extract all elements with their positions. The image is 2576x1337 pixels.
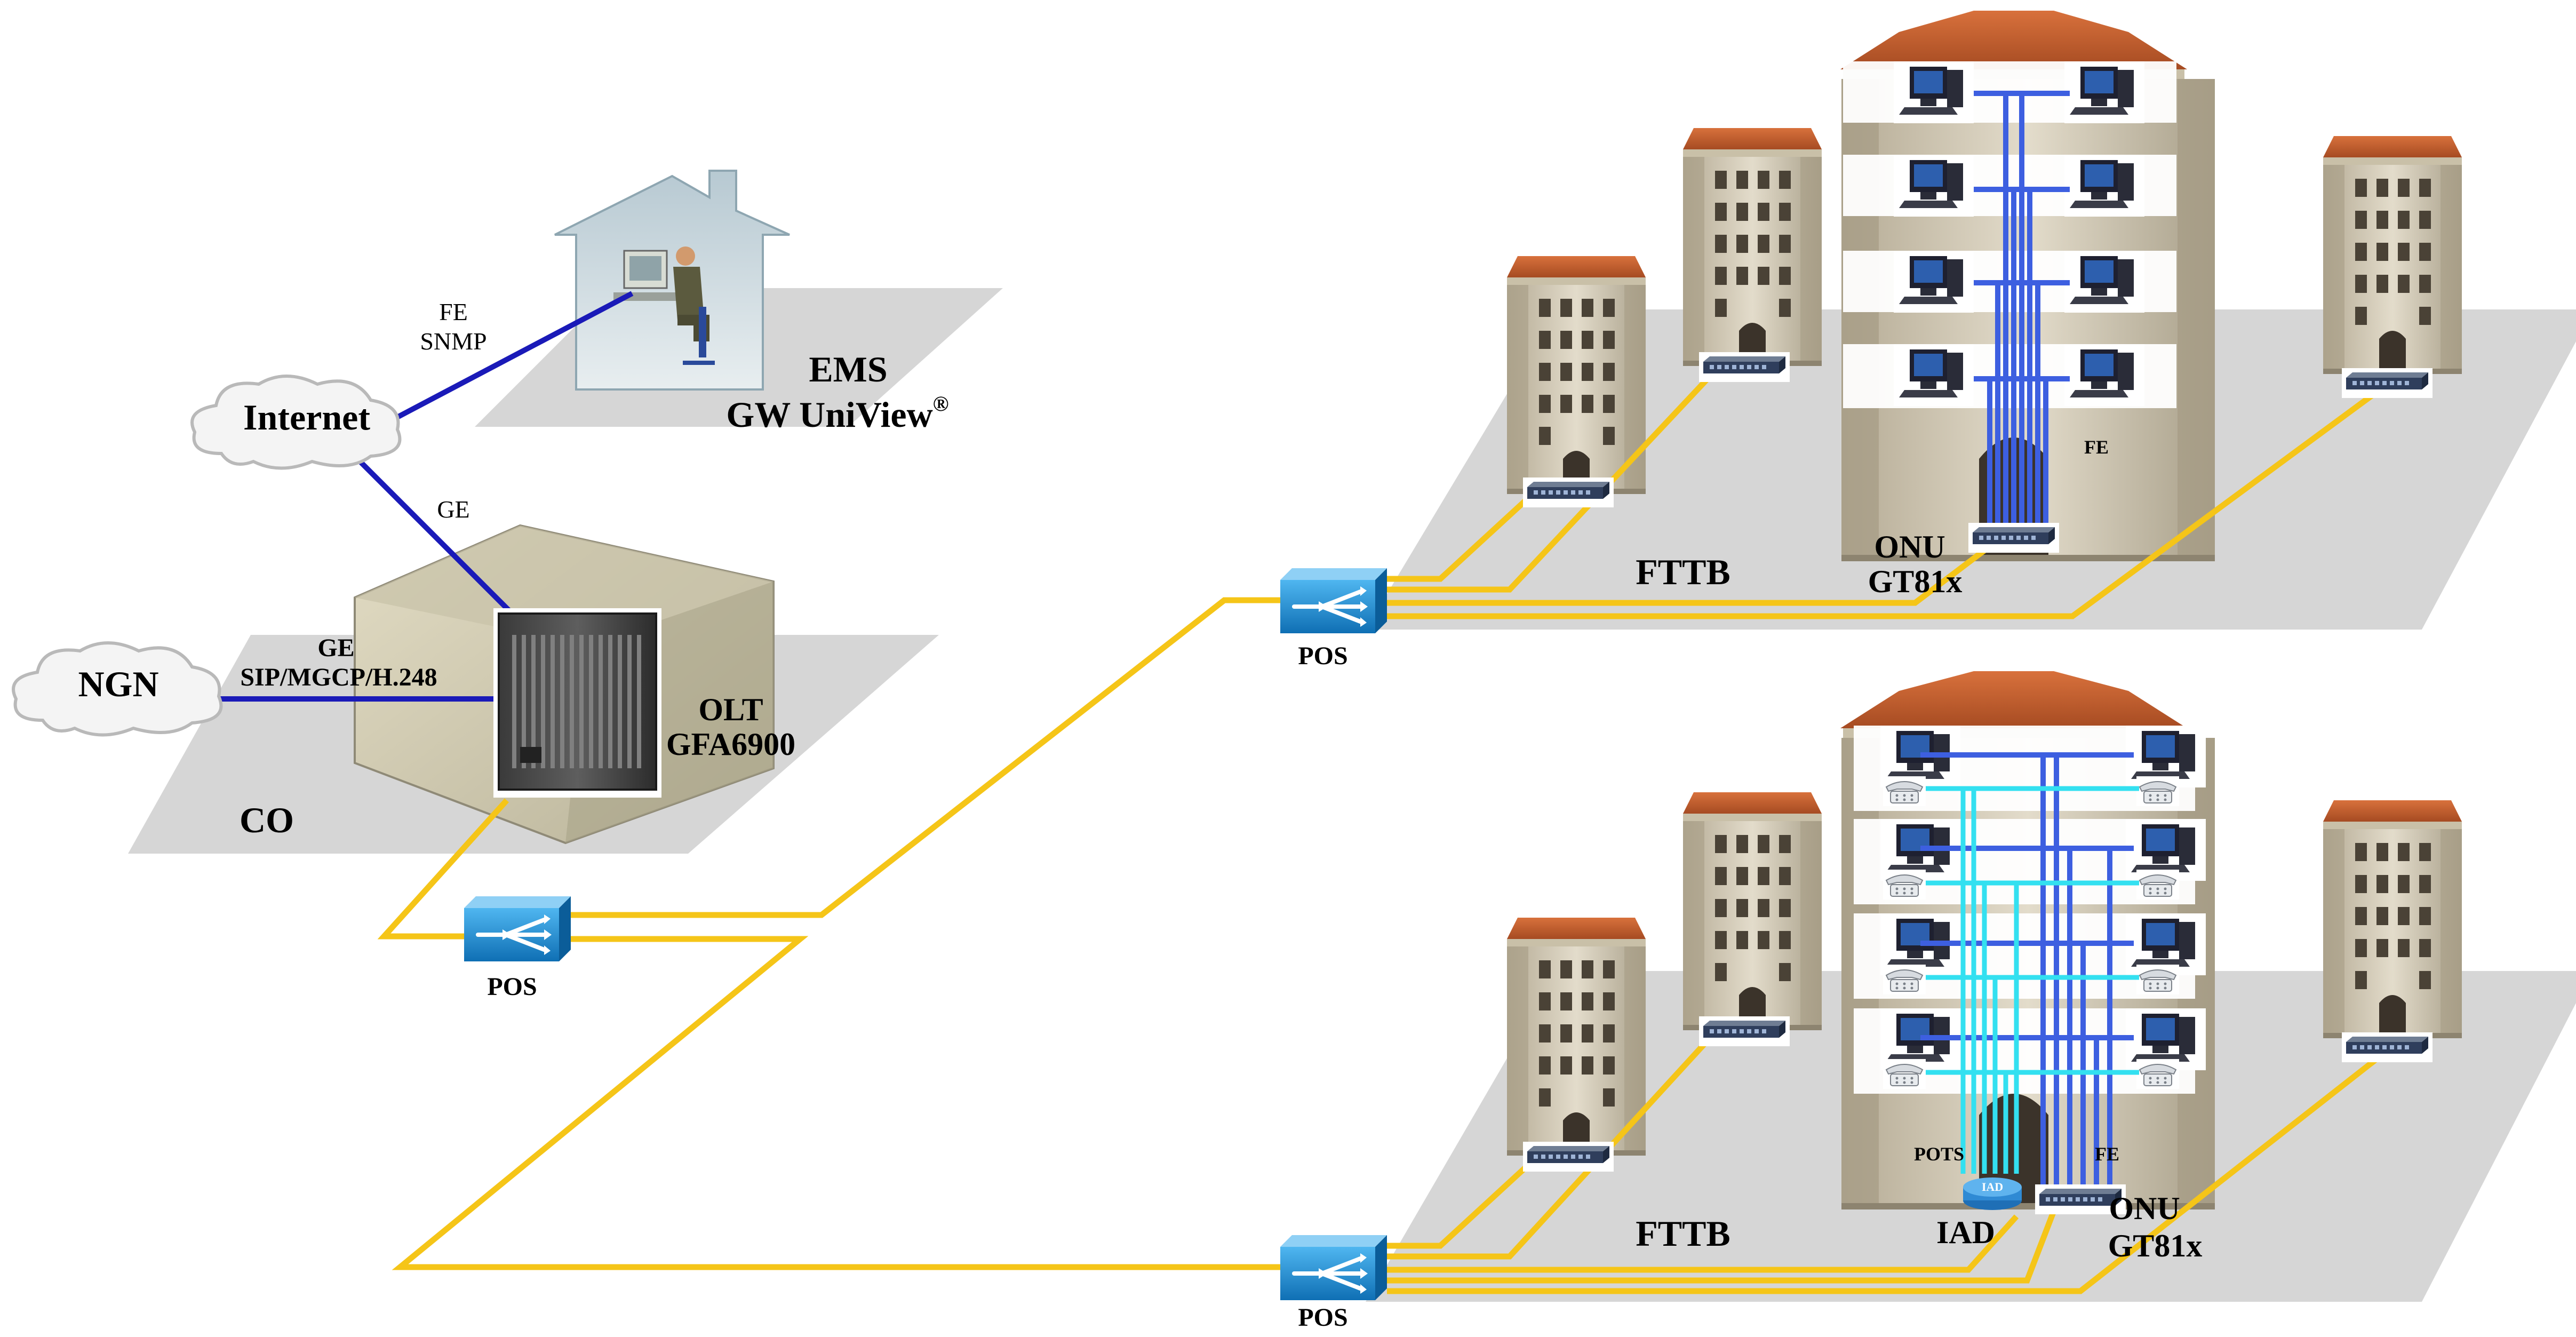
telephone-icon	[2136, 1059, 2180, 1089]
olt-model-label: GFA6900	[666, 727, 795, 762]
operator-icon	[613, 246, 715, 365]
onu-top-model-label: GT81x	[1868, 564, 1963, 599]
computer-icon	[1894, 155, 1974, 217]
iad-badge-label: IAD	[1982, 1180, 2003, 1193]
fe-label: FE	[439, 298, 468, 325]
olt-chassis-icon	[493, 608, 661, 798]
iad-router-icon: IAD	[1963, 1177, 2022, 1210]
fe-bottom-building-label: FE	[2095, 1143, 2119, 1165]
gw-uniview-text: GW UniView	[726, 394, 932, 435]
building-icon	[1507, 918, 1646, 1156]
switch-icon	[2342, 368, 2433, 398]
switch-icon	[1523, 477, 1614, 507]
computer-icon	[2064, 251, 2144, 313]
fttb-bottom-buildings	[1507, 671, 2462, 1209]
onu-top-label: ONU	[1874, 529, 1945, 564]
pos-top-label: POS	[1298, 642, 1347, 670]
computer-icon	[2064, 155, 2144, 217]
computer-icon	[2064, 344, 2144, 406]
switch-icon	[1699, 352, 1790, 382]
pos-splitter-icon	[464, 896, 571, 961]
co-label: CO	[240, 800, 294, 840]
switch-icon	[2342, 1032, 2433, 1062]
computer-icon	[1894, 344, 1974, 406]
sip-label: SIP/MGCP/H.248	[240, 663, 437, 691]
building-icon	[1507, 256, 1646, 494]
top-building-fe-cables	[1974, 91, 2070, 528]
computer-icon	[2064, 61, 2144, 123]
building-icon	[2323, 800, 2462, 1038]
internet-label: Internet	[243, 397, 370, 437]
bottom-building-fe-cables	[1920, 752, 2134, 1190]
ge-left-label: GE	[317, 634, 354, 662]
switch-icon	[1523, 1142, 1614, 1172]
building-icon	[1683, 128, 1822, 366]
bottom-building-pots-cables	[1926, 786, 2139, 1174]
telephone-icon	[1883, 1059, 1926, 1089]
bottom-building-floors	[1854, 726, 2206, 1094]
switch-icon	[1968, 523, 2059, 553]
ethernet-links	[197, 291, 634, 702]
fttb-top-buildings	[1507, 11, 2462, 561]
computer-icon	[1894, 251, 1974, 313]
olt-label: OLT	[698, 692, 763, 727]
telephone-icon	[2136, 776, 2180, 807]
pos-splitter-icon	[1280, 568, 1387, 633]
ngn-label: NGN	[78, 664, 158, 704]
switch-icon	[1699, 1016, 1790, 1046]
onu-bottom-label: ONU	[2109, 1191, 2180, 1226]
iad-label: IAD	[1936, 1215, 1995, 1250]
telephone-icon	[1883, 869, 1926, 900]
fttb-top-label: FTTB	[1636, 552, 1730, 592]
snmp-label: SNMP	[420, 328, 487, 355]
pos-center-label: POS	[487, 973, 537, 1001]
building-icon	[2323, 136, 2462, 374]
fttb-bottom-label: FTTB	[1636, 1213, 1730, 1254]
labels: Internet NGN FE SNMP GE GE SIP/MGCP/H.24…	[78, 298, 2202, 1332]
ge-top-label: GE	[437, 496, 469, 523]
telephone-icon	[1883, 776, 1926, 807]
gw-uniview-label: GW UniView®	[726, 392, 948, 435]
ems-label: EMS	[809, 349, 887, 389]
fe-top-building-label: FE	[2084, 436, 2109, 458]
telephone-icon	[2136, 869, 2180, 900]
telephone-icon	[2136, 964, 2180, 995]
fiber-links	[377, 369, 2379, 1294]
telephone-icon	[1883, 964, 1926, 995]
onu-bottom-model-label: GT81x	[2108, 1228, 2203, 1263]
ems-house-icon	[554, 170, 790, 391]
computer-icon	[1894, 61, 1974, 123]
registered-mark: ®	[933, 392, 949, 416]
pots-bottom-label: POTS	[1914, 1143, 1964, 1165]
building-icon	[1683, 792, 1822, 1030]
pos-splitter-icon	[1280, 1235, 1387, 1300]
pos-bottom-label: POS	[1298, 1303, 1347, 1332]
